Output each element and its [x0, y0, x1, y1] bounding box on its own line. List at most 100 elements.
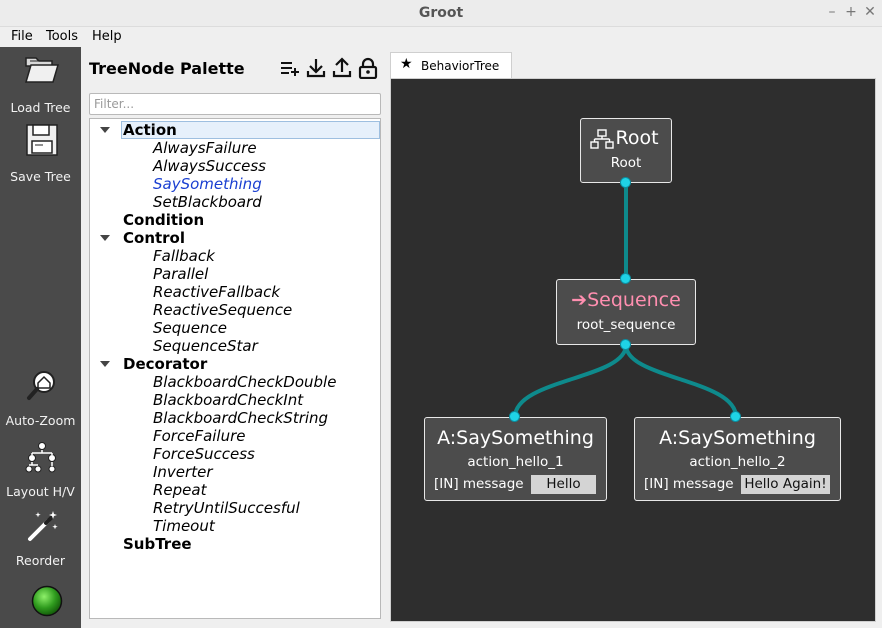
palette-item-label: AlwaysSuccess — [153, 157, 266, 175]
layout-tree-icon — [25, 442, 56, 473]
palette-node-item[interactable]: AlwaysFailure — [90, 139, 380, 157]
palette-filter-input[interactable] — [89, 93, 381, 115]
edges-layer — [513, 183, 738, 418]
star-icon: ★ — [400, 56, 413, 72]
palette-item-label: BlackboardCheckString — [153, 409, 329, 427]
palette-category[interactable]: Action — [90, 121, 380, 139]
palette-item-label: BlackboardCheckDouble — [153, 373, 337, 391]
node-action2-title: A:SaySomething — [635, 427, 840, 449]
palette-title: TreeNode Palette — [89, 59, 245, 78]
add-node-icon[interactable] — [279, 57, 301, 79]
import-icon[interactable] — [305, 57, 327, 79]
palette-node-item[interactable]: ReactiveFallback — [90, 283, 380, 301]
title-bar: Groot – + ✕ — [0, 0, 882, 27]
palette-item-label: SaySomething — [153, 175, 262, 193]
palette-node-item[interactable]: SaySomething — [90, 175, 380, 193]
palette-item-label: ForceSuccess — [153, 445, 255, 463]
save-tree-button[interactable]: Save Tree — [0, 121, 81, 185]
palette-node-item[interactable]: Inverter — [90, 463, 380, 481]
palette-node-item[interactable]: AlwaysSuccess — [90, 157, 380, 175]
node-action1-title-text: SaySomething — [456, 427, 594, 449]
magic-wand-icon — [28, 511, 58, 541]
lock-icon[interactable] — [357, 57, 379, 79]
palette-node-item[interactable]: BlackboardCheckDouble — [90, 373, 380, 391]
chevron-down-icon[interactable] — [100, 361, 110, 367]
tab-behavior-tree[interactable]: ★ BehaviorTree — [390, 52, 512, 78]
action2-in-port[interactable] — [730, 411, 741, 422]
node-action1-message-field[interactable]: Hello — [531, 475, 596, 494]
edge-sequence-action1 — [513, 344, 628, 418]
palette-item-label: Decorator — [123, 355, 208, 373]
node-sequence-title-text: Sequence — [587, 289, 681, 311]
node-root[interactable]: Root Root — [580, 118, 672, 183]
action1-in-port[interactable] — [509, 411, 520, 422]
selection-highlight — [121, 121, 380, 139]
palette-node-item[interactable]: SequenceStar — [90, 337, 380, 355]
palette-item-label: Fallback — [153, 247, 215, 265]
folder-open-icon — [24, 57, 60, 83]
tab-label: BehaviorTree — [421, 59, 500, 73]
layout-button[interactable]: Layout H/V — [0, 439, 81, 501]
palette-category[interactable]: SubTree — [90, 535, 380, 553]
maximize-icon[interactable]: + — [845, 4, 857, 20]
palette-item-label: AlwaysFailure — [153, 139, 257, 157]
menu-file[interactable]: File — [11, 29, 33, 44]
palette-node-item[interactable]: Repeat — [90, 481, 380, 499]
palette-item-label: SequenceStar — [153, 337, 258, 355]
node-sequence[interactable]: ➔Sequence root_sequence — [556, 279, 696, 345]
treenode-palette-panel: TreeNode Palette ActionAlwaysFailureAlwa… — [84, 47, 384, 628]
palette-node-item[interactable]: BlackboardCheckInt — [90, 391, 380, 409]
reorder-button[interactable]: Reorder — [0, 507, 81, 569]
palette-item-label: RetryUntilSuccesful — [153, 499, 300, 517]
palette-item-label: Parallel — [153, 265, 209, 283]
node-action2-name: action_hello_2 — [689, 454, 786, 470]
palette-node-item[interactable]: Fallback — [90, 247, 380, 265]
chevron-down-icon[interactable] — [100, 235, 110, 241]
export-icon[interactable] — [331, 57, 353, 79]
palette-node-item[interactable]: Parallel — [90, 265, 380, 283]
palette-node-item[interactable]: Sequence — [90, 319, 380, 337]
palette-item-label: ReactiveSequence — [153, 301, 293, 319]
palette-item-label: ReactiveFallback — [153, 283, 281, 301]
node-action2-message-field[interactable]: Hello Again! — [741, 475, 830, 494]
load-tree-label: Load Tree — [10, 100, 71, 115]
menu-bar: File Tools Help — [0, 27, 882, 47]
palette-node-item[interactable]: BlackboardCheckString — [90, 409, 380, 427]
root-tree-icon — [590, 129, 614, 149]
status-led-icon — [31, 585, 63, 617]
action-type-icon: A: — [437, 427, 457, 449]
node-action-hello-1[interactable]: A:SaySomething action_hello_1 [IN] messa… — [424, 417, 607, 501]
palette-item-label: ForceFailure — [153, 427, 246, 445]
palette-item-label: Sequence — [153, 319, 227, 337]
menu-help[interactable]: Help — [92, 29, 122, 44]
palette-node-item[interactable]: ForceFailure — [90, 427, 380, 445]
palette-category[interactable]: Condition — [90, 211, 380, 229]
close-icon[interactable]: ✕ — [864, 4, 876, 20]
palette-category[interactable]: Control — [90, 229, 380, 247]
sequence-in-port[interactable] — [620, 273, 631, 284]
zoom-icon — [27, 371, 55, 400]
tree-editor-canvas[interactable]: Root Root ➔Sequence root_sequence A:SayS… — [390, 78, 876, 622]
node-action-hello-2[interactable]: A:SaySomething action_hello_2 [IN] messa… — [634, 417, 841, 501]
root-out-port[interactable] — [620, 177, 631, 188]
chevron-down-icon[interactable] — [100, 127, 110, 133]
palette-node-item[interactable]: RetryUntilSuccesful — [90, 499, 380, 517]
palette-node-item[interactable]: Timeout — [90, 517, 380, 535]
palette-item-label: Repeat — [153, 481, 207, 499]
palette-node-item[interactable]: ForceSuccess — [90, 445, 380, 463]
palette-item-label: Control — [123, 229, 186, 247]
window-title: Groot — [418, 5, 464, 21]
minimize-icon[interactable]: – — [828, 4, 836, 20]
node-action2-title-text: SaySomething — [678, 427, 816, 449]
connection-status-button[interactable] — [0, 585, 81, 619]
palette-item-label: SubTree — [123, 535, 192, 553]
palette-node-item[interactable]: ReactiveSequence — [90, 301, 380, 319]
auto-zoom-label: Auto-Zoom — [5, 413, 76, 428]
load-tree-button[interactable]: Load Tree — [0, 52, 81, 116]
sequence-out-port[interactable] — [620, 339, 631, 350]
palette-category[interactable]: Decorator — [90, 355, 380, 373]
palette-item-label: Condition — [123, 211, 205, 229]
auto-zoom-button[interactable]: Auto-Zoom — [0, 367, 81, 429]
palette-node-item[interactable]: SetBlackboard — [90, 193, 380, 211]
menu-tools[interactable]: Tools — [46, 29, 79, 44]
